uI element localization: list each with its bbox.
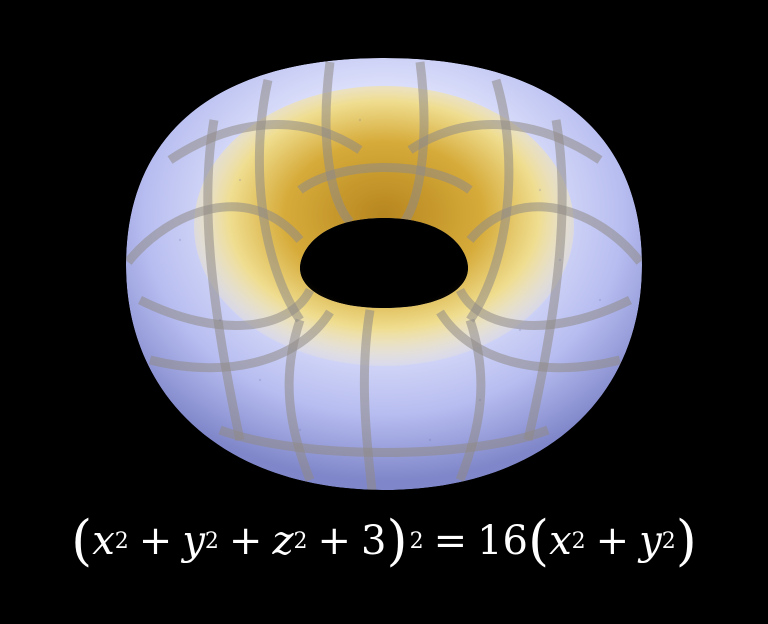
equation-sixteen: 16 [477, 518, 528, 564]
equation-plus-1: + [138, 518, 173, 564]
torus-grid-lines [126, 61, 642, 490]
equation-open-paren-2: ( [527, 509, 550, 572]
equation-equals: = [433, 518, 468, 564]
equation-open-paren: ( [71, 509, 93, 572]
equation-z: z [272, 518, 294, 564]
equation-y-1: y [182, 518, 205, 564]
torus-hole [300, 218, 468, 308]
equation-exp-x-1: 2 [114, 528, 129, 554]
equation-close-paren: ) [386, 509, 408, 572]
equation-close-paren-2: ) [675, 509, 697, 572]
equation-exp-y-1: 2 [204, 528, 219, 554]
equation-y-2: y [639, 518, 662, 564]
torus-texture [178, 118, 602, 442]
equation-exp-y-2: 2 [661, 528, 676, 554]
equation-three: 3 [361, 518, 387, 564]
equation-plus-2: + [228, 518, 263, 564]
equation-plus-4: + [595, 518, 630, 564]
equation-plus-3: + [317, 518, 352, 564]
equation-exp-outer: 2 [409, 528, 424, 554]
equation-exp-x-2: 2 [571, 528, 586, 554]
equation-x-1: x [92, 518, 115, 564]
equation-x-2: x [549, 518, 572, 564]
equation-exp-z: 2 [293, 528, 308, 554]
